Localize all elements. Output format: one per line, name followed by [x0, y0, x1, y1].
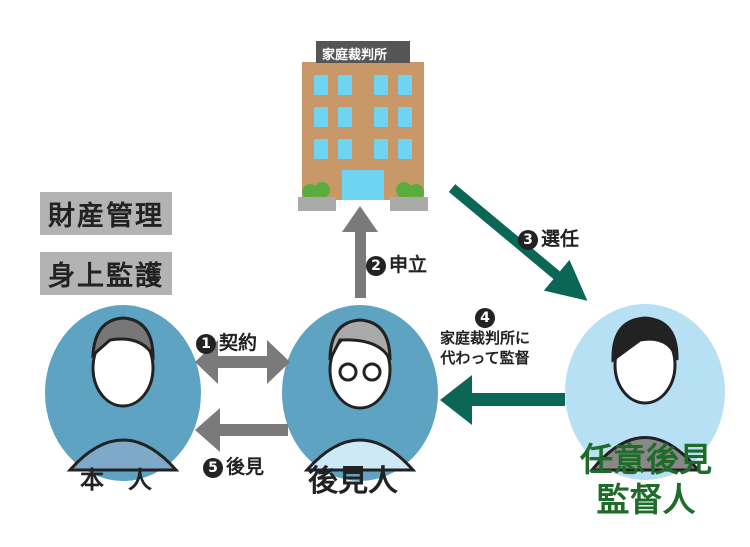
- step-1-text: 契約: [219, 332, 258, 354]
- court-sign: 家庭裁判所: [322, 48, 388, 63]
- supervisor-line2: 監督人: [596, 480, 696, 519]
- arrow-petition: [342, 206, 378, 298]
- arrow-supervise: [440, 375, 565, 425]
- step-5-number: 5: [203, 457, 223, 478]
- step-5-text: 後見: [226, 456, 265, 478]
- step-3-text: 選任: [541, 228, 580, 250]
- step-4-label: 4 家庭裁判所に 代わって監督: [440, 307, 530, 368]
- step-4-number: 4: [475, 307, 495, 328]
- principal-label: 本 人: [80, 466, 152, 494]
- step-4-line1: 家庭裁判所に: [440, 328, 531, 347]
- supervisor-line1: 任意後見: [580, 440, 712, 479]
- step-1-number: 1: [196, 333, 216, 354]
- guardian-label: 後見人: [308, 464, 398, 499]
- step-3-number: 3: [518, 229, 538, 250]
- arrow-guardianship: [195, 408, 288, 452]
- step-2-number: 2: [366, 255, 386, 276]
- duty-personal-care: 身上監護: [40, 252, 172, 295]
- duty-property: 財産管理: [40, 192, 172, 235]
- supervisor-label: 任意後見 監督人: [566, 440, 726, 520]
- step-4-line2: 代わって監督: [440, 348, 530, 367]
- arrow-appoint: [448, 184, 588, 301]
- step-2-text: 申立: [389, 254, 428, 276]
- court-building-icon: [298, 41, 428, 211]
